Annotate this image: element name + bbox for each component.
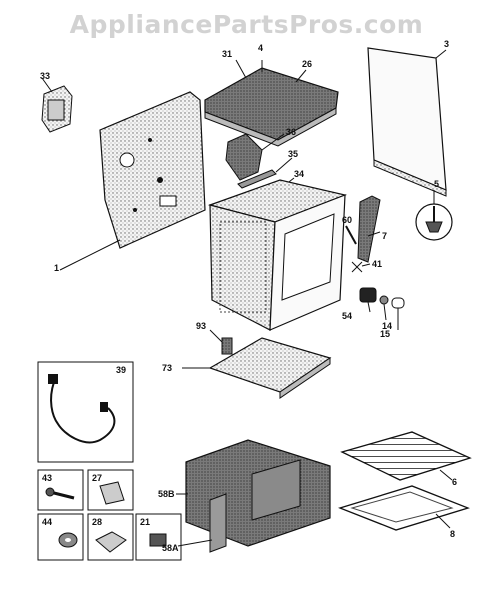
callout-60: 60 xyxy=(342,215,353,225)
callout-31: 31 xyxy=(222,49,233,59)
range-frame xyxy=(207,179,348,331)
part-33-module xyxy=(41,77,73,133)
callout-41: 41 xyxy=(372,259,383,269)
part-54-lamp-socket xyxy=(359,287,377,313)
part-44-grommet xyxy=(37,513,84,561)
callout-15: 15 xyxy=(380,329,391,339)
callout-93: 93 xyxy=(196,321,207,331)
part-36-bracket xyxy=(225,133,285,181)
part-15-lens xyxy=(391,297,405,330)
callout-3: 3 xyxy=(444,39,450,49)
part-28-clip xyxy=(87,513,134,561)
part-27-bracket xyxy=(87,469,134,511)
callout-58a: 58A xyxy=(162,543,179,553)
part-5-leveler xyxy=(415,190,453,241)
callout-34: 34 xyxy=(294,169,305,179)
part-7-hinge xyxy=(345,195,381,263)
part-41-clip xyxy=(351,261,371,273)
callout-43: 43 xyxy=(42,473,53,483)
callout-73: 73 xyxy=(162,363,173,373)
callout-21: 21 xyxy=(140,517,151,527)
part-39-cord xyxy=(37,361,134,463)
callout-5: 5 xyxy=(434,179,440,189)
callout-14: 14 xyxy=(382,321,393,331)
callout-8: 8 xyxy=(450,529,456,539)
part-93-switch xyxy=(209,329,233,355)
callout-39: 39 xyxy=(116,365,127,375)
callout-6: 6 xyxy=(452,477,458,487)
part-43-screw xyxy=(37,469,84,511)
callout-26: 26 xyxy=(302,59,313,69)
part-8-pan xyxy=(338,485,470,531)
callout-44: 44 xyxy=(42,517,53,527)
callout-58b: 58B xyxy=(158,489,175,499)
part-6-rack xyxy=(340,431,472,481)
part-35-strip xyxy=(237,157,293,189)
callout-1: 1 xyxy=(54,263,60,273)
callout-27: 27 xyxy=(92,473,103,483)
part-73-bottom xyxy=(182,337,332,399)
callout-35: 35 xyxy=(288,149,299,159)
part-58-insulation xyxy=(176,439,331,553)
part-14-lamp xyxy=(379,295,389,321)
part-1-back-panel xyxy=(59,91,206,271)
part-21-connector xyxy=(135,513,182,561)
callout-33: 33 xyxy=(40,71,51,81)
callout-54: 54 xyxy=(342,311,353,321)
watermark: AppliancePartsPros.com xyxy=(69,10,424,39)
part-3-side-panel xyxy=(367,47,447,197)
callout-4: 4 xyxy=(258,43,264,53)
callout-7: 7 xyxy=(382,231,388,241)
callout-28: 28 xyxy=(92,517,103,527)
callout-36: 36 xyxy=(286,127,297,137)
part-4-cooktop xyxy=(204,59,339,147)
